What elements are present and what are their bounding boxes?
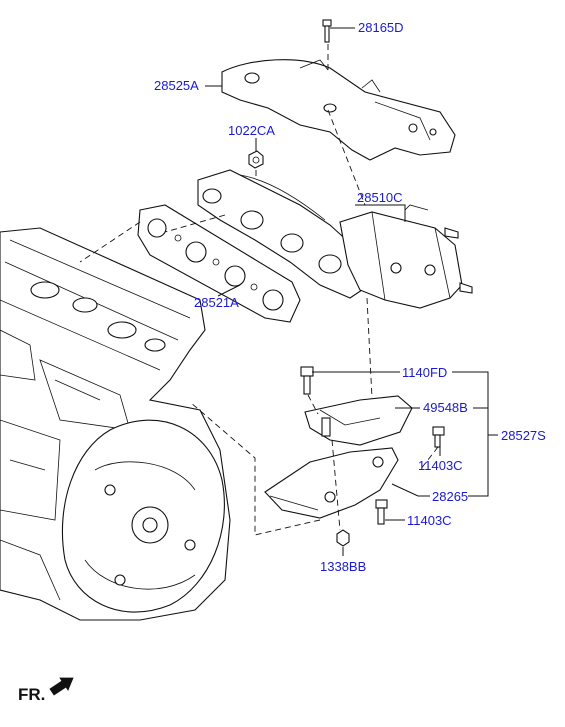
label-28510c: 28510C [357,190,403,205]
label-28165d: 28165D [358,20,404,35]
stay-upper [304,395,413,446]
nut-bottom-icon [336,529,350,547]
label-11403c-low: 11403C [407,513,452,528]
nut-icon [248,150,264,169]
leader-lines [205,27,498,556]
label-1022ca: 1022CA [228,123,275,138]
engine-block [0,227,231,621]
label-28527s: 28527S [501,428,546,443]
alignment-lines [79,44,439,536]
front-label: FR. [18,685,45,704]
front-arrow-icon [49,677,74,696]
label-11403c-mid: 11403C [418,458,463,473]
manifold-gasket [137,204,301,323]
front-indicator: FR. [18,677,74,704]
exhaust-manifold-catalyst [197,169,473,309]
label-49548b: 49548B [423,400,468,415]
bolt-low-icon [375,499,388,525]
label-28525a: 28525A [154,78,199,93]
label-28521a: 28521A [194,295,239,310]
label-1140fd: 1140FD [402,365,447,380]
heat-protector [221,59,456,161]
bolt-top-icon [322,19,332,43]
bolt-1140fd-icon [300,366,314,395]
label-1338bb: 1338BB [320,559,366,574]
stay-lower [264,447,399,519]
bolt-mid-icon [432,426,445,448]
label-28265: 28265 [432,489,468,504]
